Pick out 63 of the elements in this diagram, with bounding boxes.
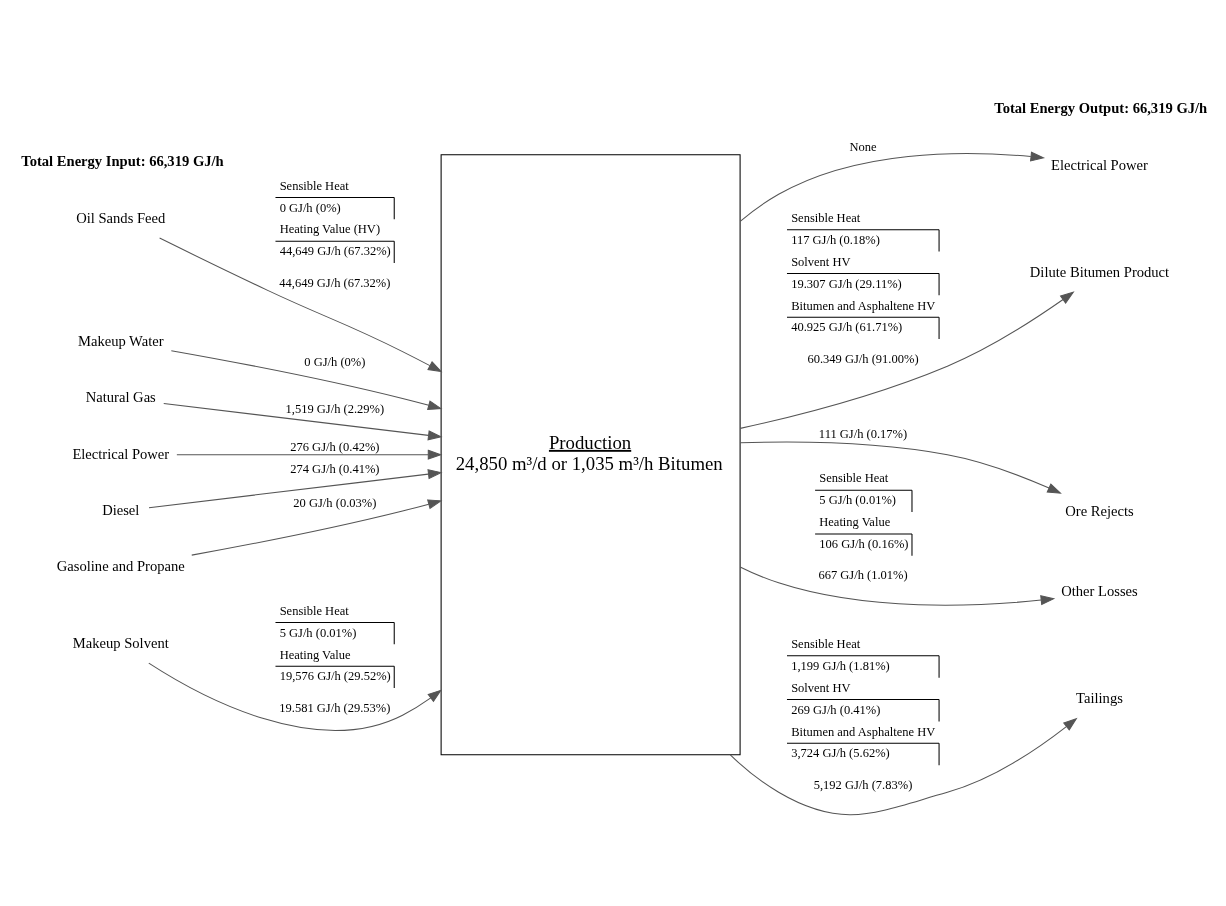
- arrow: [739, 441, 1062, 494]
- arrow: [163, 403, 443, 441]
- edge-label: 60.349 GJ/h (91.00%): [807, 351, 919, 366]
- label: 5 GJ/h (0.01%): [819, 493, 896, 508]
- arrow: [729, 717, 1078, 816]
- label: Sensible Heat: [791, 211, 861, 226]
- label: Total Energy Output: 66,319 GJ/h: [994, 99, 1208, 116]
- label: 0 GJ/h (0%): [279, 200, 341, 215]
- arrow: [148, 469, 443, 509]
- label: 40.925 GJ/h (61.71%): [791, 320, 903, 335]
- edge-label: 1,519 GJ/h (2.29%): [285, 401, 385, 416]
- label: 44,649 GJ/h (67.32%): [279, 244, 391, 259]
- label: Sensible Heat: [279, 178, 349, 193]
- node-box: Production 24,850 m³/d or 1,035 m³/h Bitumen: [440, 154, 741, 756]
- arrow: [739, 566, 1056, 606]
- edge-label: 0 GJ/h (0%): [304, 354, 366, 369]
- arrow: [739, 151, 1046, 222]
- arrow: [170, 350, 443, 411]
- label: 1,199 GJ/h (1.81%): [791, 658, 890, 673]
- arrow: [739, 291, 1075, 429]
- label: Heating Value (HV): [279, 222, 381, 237]
- edge-label: 5,192 GJ/h (7.83%): [813, 777, 913, 792]
- node-text: Makeup Water: [77, 333, 164, 350]
- edge-label: None: [849, 140, 877, 155]
- label: Sensible Heat: [819, 471, 889, 486]
- label: Heating Value: [819, 515, 891, 530]
- node-text: Electrical Power: [1051, 157, 1148, 174]
- edge-label: 276 GJ/h (0.42%): [290, 440, 380, 455]
- label: Total Energy Input: 66,319 GJ/h: [21, 152, 224, 169]
- label: 3,724 GJ/h (5.62%): [791, 746, 890, 761]
- arrow: [191, 499, 443, 556]
- node-text: Diesel: [102, 501, 140, 518]
- label: Sensible Heat: [279, 603, 349, 618]
- edge-label: 274 GJ/h (0.41%): [290, 462, 380, 477]
- label: 19,576 GJ/h (29.52%): [279, 669, 391, 684]
- edge-label: 111 GJ/h (0.17%): [818, 426, 908, 441]
- edge-label: 667 GJ/h (1.01%): [818, 568, 908, 583]
- label: Heating Value: [279, 647, 351, 662]
- label: Sensible Heat: [791, 637, 861, 652]
- edge-label: 20 GJ/h (0.03%): [293, 496, 377, 511]
- label: Solvent HV: [791, 254, 851, 269]
- arrow: [148, 662, 443, 731]
- node-text: Tailings: [1076, 690, 1123, 707]
- node-text: Electrical Power: [72, 445, 170, 462]
- label: 117 GJ/h (0.18%): [791, 232, 880, 247]
- label: 106 GJ/h (0.16%): [819, 537, 909, 552]
- node-text: Other Losses: [1061, 583, 1138, 600]
- node-text: Gasoline and Propane: [56, 558, 185, 575]
- node-text: Makeup Solvent: [72, 635, 169, 652]
- node-text: Oil Sands Feed: [76, 210, 166, 227]
- label: 269 GJ/h (0.41%): [791, 702, 881, 717]
- edge-label: 19.581 GJ/h (29.53%): [279, 700, 391, 715]
- node-text: Dilute Bitumen Product: [1029, 264, 1170, 281]
- label: Solvent HV: [791, 680, 851, 695]
- arrow: [159, 237, 443, 373]
- label: 19.307 GJ/h (29.11%): [791, 276, 902, 291]
- node-text: Natural Gas: [85, 389, 156, 406]
- edge-label: 44,649 GJ/h (67.32%): [279, 275, 391, 290]
- label: Bitumen and Asphaltene HV: [791, 724, 936, 739]
- label: Bitumen and Asphaltene HV: [791, 298, 936, 313]
- arrow: [176, 449, 443, 460]
- label: 5 GJ/h (0.01%): [279, 625, 357, 640]
- node-text: Ore Rejects: [1065, 502, 1134, 519]
